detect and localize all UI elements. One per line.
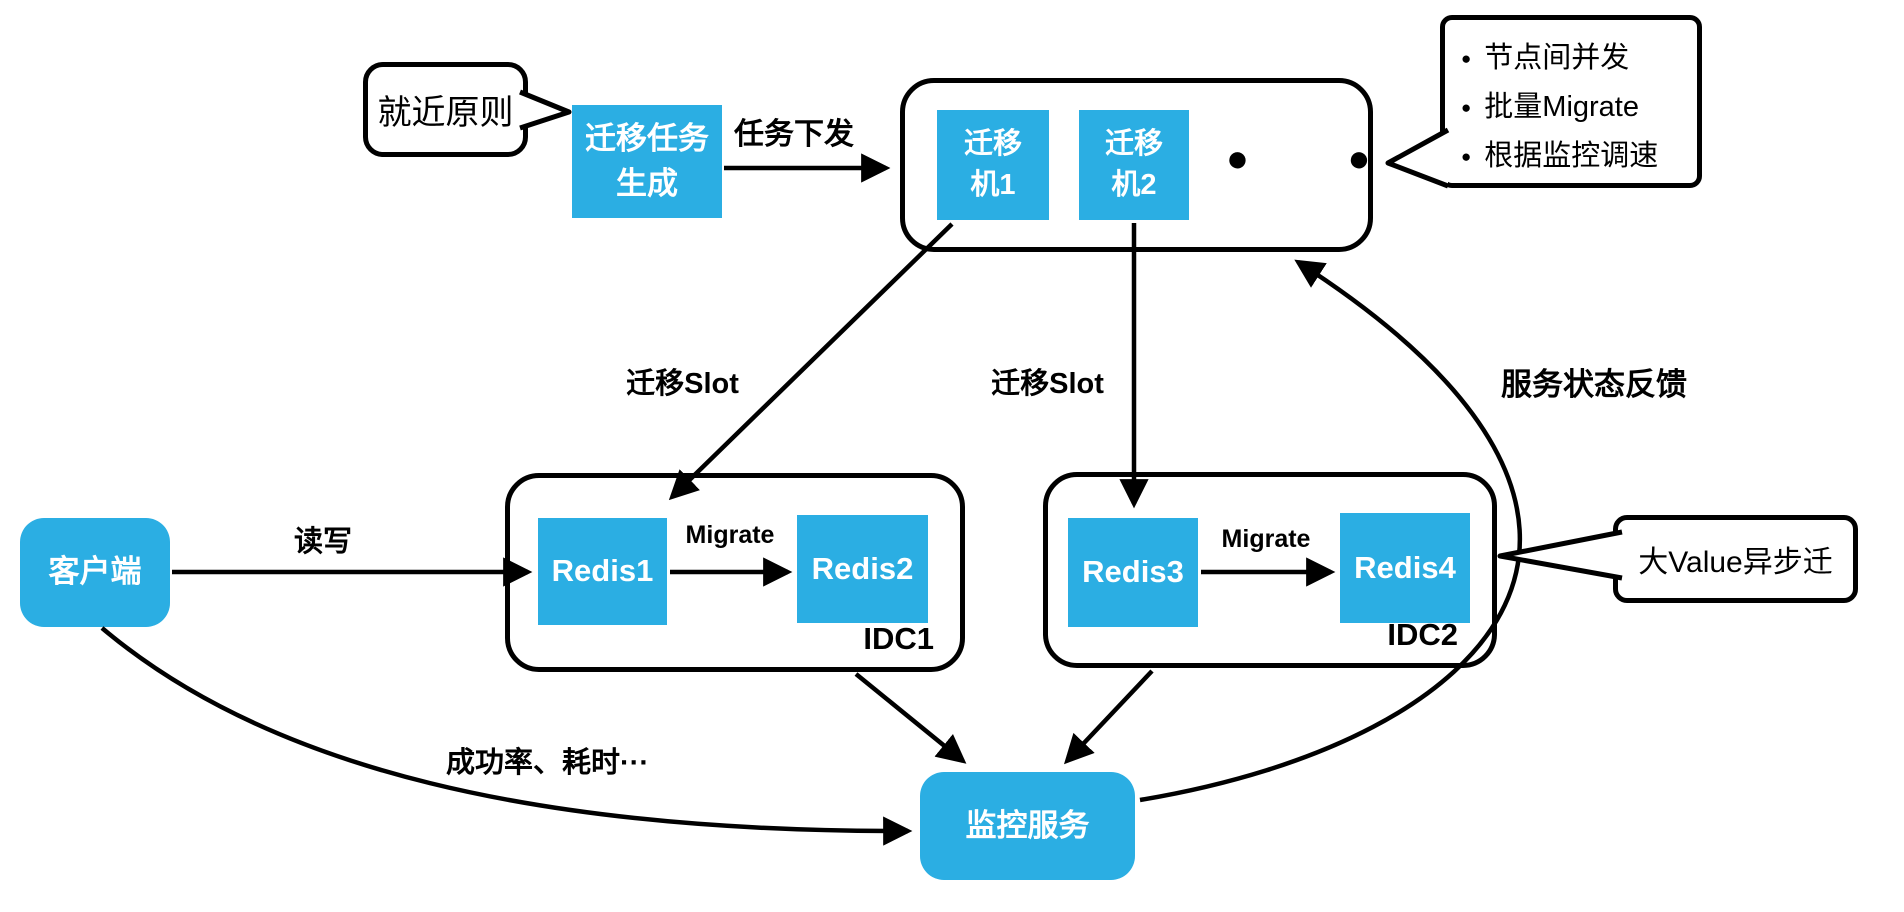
edge-idc2-monitor: [1063, 669, 1154, 765]
migrator2-line2: 机2: [1111, 169, 1157, 201]
monitor-node: 监控服务: [920, 772, 1135, 880]
idc1-label: IDC1: [863, 621, 934, 656]
migrate-slot-left-label: 迁移Slot: [626, 368, 739, 400]
migration-strategy-callout: 节点间并发 批量Migrate 根据监控调速: [1440, 15, 1702, 188]
migrator2-node: 迁移 机2: [1079, 110, 1189, 220]
big-value-callout-tail: [1500, 532, 1622, 578]
proximity-callout: 就近原则: [363, 62, 528, 157]
redis1-node: Redis1: [538, 518, 667, 625]
bullet-item: 批量Migrate: [1461, 83, 1697, 132]
client-node: 客户端: [20, 518, 170, 627]
migrate-left-label: Migrate: [685, 520, 775, 549]
migrator1-line1: 迁移: [963, 127, 1022, 160]
big-value-callout-tail-stroke: [1497, 529, 1623, 581]
task-generator-line1: 迁移任务: [585, 121, 709, 157]
read-write-label: 读写: [293, 526, 352, 558]
migrator2-line1: 迁移: [1104, 127, 1163, 160]
bullet-item: 根据监控调速: [1461, 132, 1697, 181]
redis4-node: Redis4: [1340, 513, 1470, 623]
metrics-label: 成功率、耗时···: [446, 747, 649, 779]
migrator1-node: 迁移 机1: [937, 110, 1049, 220]
task-generator-node: 迁移任务 生成: [572, 105, 722, 218]
redis3-node: Redis3: [1068, 518, 1198, 627]
migrator1-line2: 机1: [970, 169, 1016, 201]
migrate-slot-right-label: 迁移Slot: [991, 368, 1104, 400]
task-dispatch-label: 任务下发: [734, 118, 854, 151]
edge-idc1-monitor: [854, 672, 967, 764]
task-generator-line2: 生成: [616, 165, 678, 201]
strategy-bullet-list: 节点间并发 批量Migrate 根据监控调速: [1445, 20, 1697, 181]
service-feedback-label: 服务状态反馈: [1501, 366, 1687, 402]
redis2-node: Redis2: [797, 515, 928, 623]
bullet-item: 节点间并发: [1461, 34, 1697, 83]
more-machines-ellipsis-icon: ● ●: [1226, 138, 1415, 180]
big-value-callout: 大Value异步迁: [1613, 515, 1858, 603]
migrate-right-label: Migrate: [1221, 524, 1311, 553]
